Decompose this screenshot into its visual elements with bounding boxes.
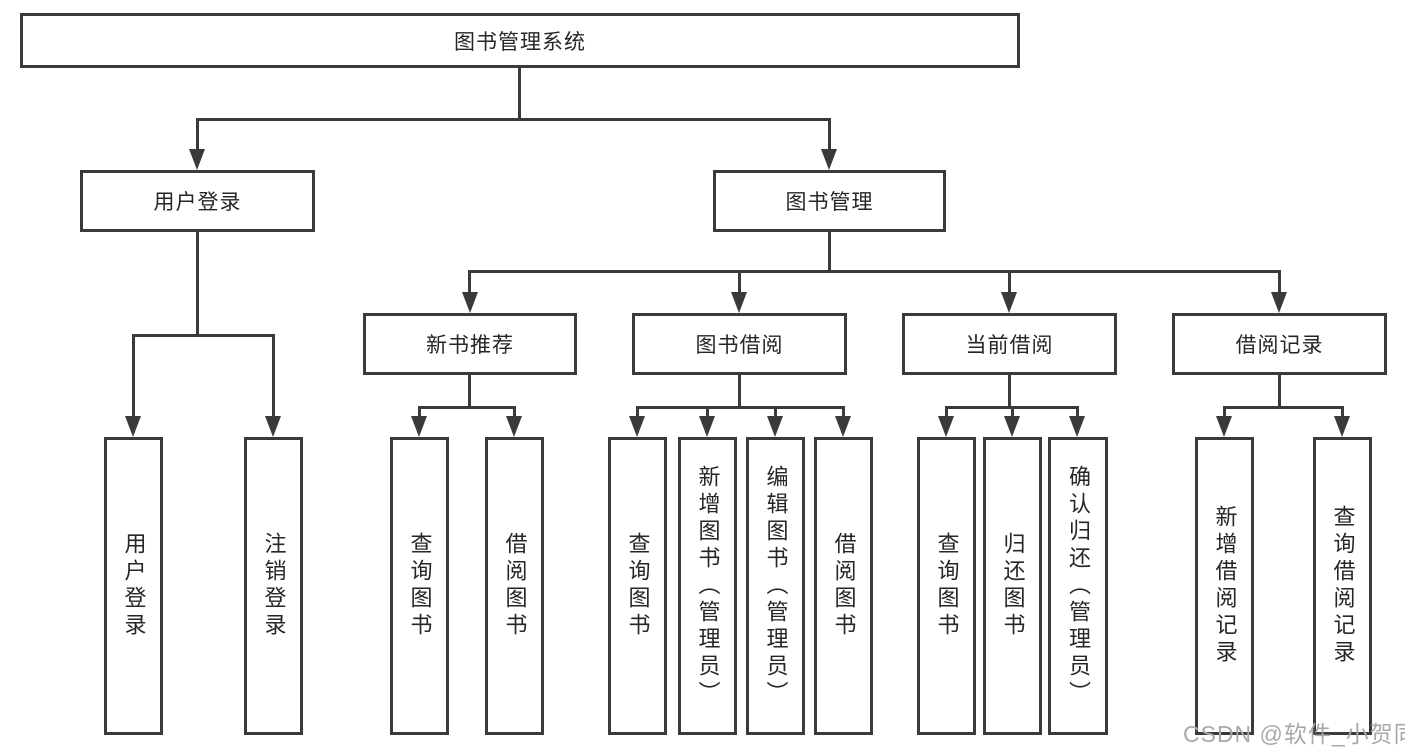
connector-vline [518, 67, 521, 121]
leaf-records-query: 查询借阅记录 [1313, 437, 1372, 735]
connector-arrow [125, 416, 141, 437]
leaf-borrow-borrow-label: 借阅图书 [831, 532, 857, 640]
node-book-management: 图书管理 [713, 170, 946, 232]
connector-hline [636, 406, 845, 409]
connector-arrow [629, 416, 645, 437]
connector-vline [828, 119, 831, 153]
leaf-logout: 注销登录 [244, 437, 303, 735]
leaf-current-return-label: 归还图书 [1000, 532, 1026, 640]
node-book-borrow-label: 图书借阅 [695, 334, 784, 357]
connector-arrow [506, 416, 522, 437]
leaf-user-login-label: 用户登录 [121, 532, 147, 640]
connector-vline [945, 407, 948, 421]
connector-arrow [767, 416, 783, 437]
connector-hline [1223, 406, 1344, 409]
leaf-newbook-query: 查询图书 [390, 437, 449, 735]
connector-arrow [265, 416, 281, 437]
connector-hline [468, 270, 1281, 273]
leaf-borrow-add-label: 新增图书（管理员） [695, 464, 721, 708]
connector-vline [738, 271, 741, 297]
node-user-login: 用户登录 [80, 170, 315, 232]
leaf-borrow-add: 新增图书（管理员） [678, 437, 737, 735]
connector-arrow [1334, 416, 1350, 437]
node-book-borrow: 图书借阅 [632, 313, 847, 375]
leaf-logout-label: 注销登录 [261, 532, 287, 640]
node-new-book-recommend: 新书推荐 [363, 313, 577, 375]
connector-arrow [1216, 416, 1232, 437]
connector-vline [513, 407, 516, 421]
csdn-watermark: CSDN @软件_小贺同学 [1183, 721, 1405, 747]
connector-vline [636, 407, 639, 421]
connector-vline [468, 374, 471, 408]
connector-arrow [835, 416, 851, 437]
leaf-current-confirm-return: 确认归还（管理员） [1048, 437, 1108, 735]
leaf-borrow-query: 查询图书 [608, 437, 667, 735]
leaf-newbook-query-label: 查询图书 [407, 532, 433, 640]
leaf-current-confirm-return-label: 确认归还（管理员） [1066, 464, 1091, 708]
connector-vline [196, 231, 199, 337]
connector-vline [706, 407, 709, 421]
leaf-newbook-borrow: 借阅图书 [485, 437, 544, 735]
leaf-borrow-borrow: 借阅图书 [814, 437, 873, 735]
connector-vline [842, 407, 845, 421]
connector-arrow [699, 416, 715, 437]
node-root-label: 图书管理系统 [454, 30, 586, 54]
leaf-newbook-borrow-label: 借阅图书 [502, 532, 528, 640]
connector-vline [1076, 407, 1079, 421]
leaf-current-query-label: 查询图书 [934, 532, 960, 640]
connector-arrow [1271, 292, 1287, 313]
connector-vline [738, 374, 741, 408]
connector-hline [132, 334, 275, 337]
leaf-borrow-query-label: 查询图书 [625, 532, 651, 640]
node-user-login-label: 用户登录 [153, 191, 242, 214]
connector-arrow [938, 416, 954, 437]
node-borrow-records: 借阅记录 [1172, 313, 1387, 375]
connector-vline [774, 407, 777, 421]
connector-vline [828, 231, 831, 272]
connector-vline [272, 335, 275, 420]
connector-vline [1223, 407, 1226, 421]
leaf-current-return: 归还图书 [983, 437, 1042, 735]
connector-arrow [462, 292, 478, 313]
connector-vline [132, 335, 135, 420]
connector-vline [1278, 271, 1281, 297]
node-root: 图书管理系统 [20, 13, 1020, 68]
connector-hline [418, 406, 516, 409]
connector-arrow [411, 416, 427, 437]
node-current-borrow-label: 当前借阅 [965, 334, 1054, 357]
connector-arrow [821, 149, 837, 170]
node-current-borrow: 当前借阅 [902, 313, 1117, 375]
connector-arrow [731, 292, 747, 313]
connector-vline [1011, 407, 1014, 421]
connector-arrow [1001, 292, 1017, 313]
connector-vline [1341, 407, 1344, 421]
connector-vline [1278, 374, 1281, 408]
connector-vline [1008, 271, 1011, 297]
leaf-borrow-edit: 编辑图书（管理员） [746, 437, 805, 735]
leaf-records-add-label: 新增借阅记录 [1212, 505, 1238, 667]
leaf-records-query-label: 查询借阅记录 [1330, 505, 1356, 667]
connector-vline [418, 407, 421, 421]
node-book-management-label: 图书管理 [785, 191, 874, 214]
leaf-user-login: 用户登录 [104, 437, 163, 735]
leaf-borrow-edit-label: 编辑图书（管理员） [763, 464, 789, 708]
connector-hline [196, 118, 831, 121]
connector-vline [1008, 374, 1011, 408]
connector-arrow [1069, 416, 1085, 437]
node-borrow-records-label: 借阅记录 [1235, 334, 1324, 357]
node-new-book-recommend-label: 新书推荐 [426, 334, 514, 357]
leaf-current-query: 查询图书 [917, 437, 976, 735]
leaf-records-add: 新增借阅记录 [1195, 437, 1254, 735]
connector-vline [468, 271, 471, 297]
connector-arrow [1004, 416, 1020, 437]
connector-arrow [189, 149, 205, 170]
connector-vline [196, 119, 199, 153]
